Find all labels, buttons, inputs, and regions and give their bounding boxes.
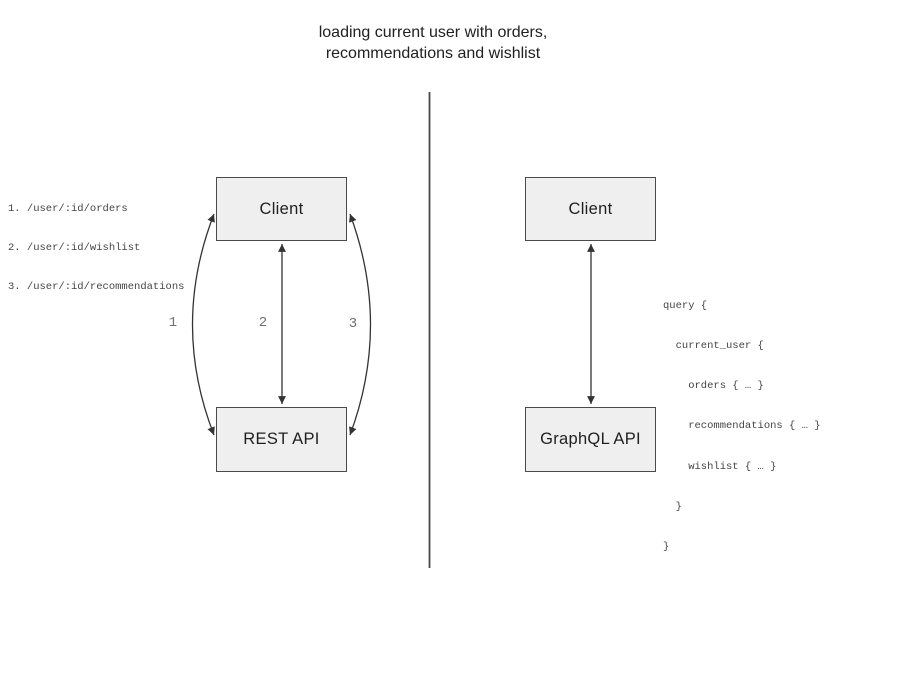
query-line: recommendations { … } [663,420,821,433]
graphql-api-box: GraphQL API [525,407,656,472]
arrow-label-2: 2 [258,315,268,331]
arrow-label-3: 3 [348,316,358,332]
client-box-rest: Client [216,177,347,241]
rest-api-box: REST API [216,407,347,472]
query-line: } [663,541,670,554]
endpoint-item: 3. /user/:id/recommendations [8,281,185,293]
query-line: query { [663,299,708,312]
client-box-graphql-label: Client [568,199,613,218]
rest-arrow-3-arc [349,213,372,436]
endpoint-item: 1. /user/:id/orders [8,203,128,215]
rest-endpoints-list: 1. /user/:id/orders 2. /user/:id/wishlis… [8,177,184,320]
diagram-title: loading current user with orders, recomm… [0,22,866,64]
query-line: } [663,500,682,513]
rest-api-box-label: REST API [243,430,320,448]
client-box-rest-label: Client [259,199,304,218]
endpoint-item: 2. /user/:id/wishlist [8,242,141,254]
arrow-label-1: 1 [168,315,178,331]
graphql-api-box-label: GraphQL API [540,430,641,448]
client-box-graphql: Client [525,177,656,241]
diagram-title-line1: loading current user with orders, [318,24,548,41]
graphql-query-block: query { current_user { orders { … } reco… [663,273,821,581]
query-line: current_user { [663,340,764,353]
diagram-title-line2: recommendations and wishlist [325,45,541,62]
query-line: wishlist { … } [663,460,777,473]
query-line: orders { … } [663,380,764,393]
rest-arrow-1-arc [191,213,215,436]
